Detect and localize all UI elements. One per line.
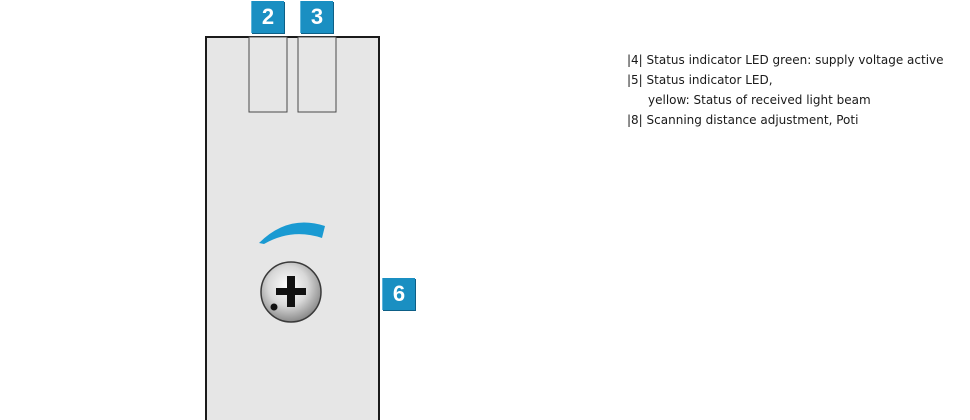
- phillips-screw-icon[interactable]: [260, 261, 322, 323]
- legend-item-4: |4| Status indicator LED green: supply v…: [627, 53, 944, 67]
- adjustment-arc-icon: [259, 222, 325, 244]
- legend: |4| Status indicator LED green: supply v…: [627, 50, 967, 130]
- led-window-right: [297, 36, 337, 113]
- legend-item-5: |5| Status indicator LED,: [627, 73, 773, 87]
- led-window-left: [248, 36, 288, 113]
- callout-badge-2: 2: [251, 1, 284, 33]
- callout-badge-3: 3: [300, 1, 333, 33]
- legend-item-5-detail: yellow: Status of received light beam: [648, 93, 871, 107]
- callout-badge-6: 6: [382, 278, 415, 310]
- legend-item-8: |8| Scanning distance adjustment, Poti: [627, 113, 859, 127]
